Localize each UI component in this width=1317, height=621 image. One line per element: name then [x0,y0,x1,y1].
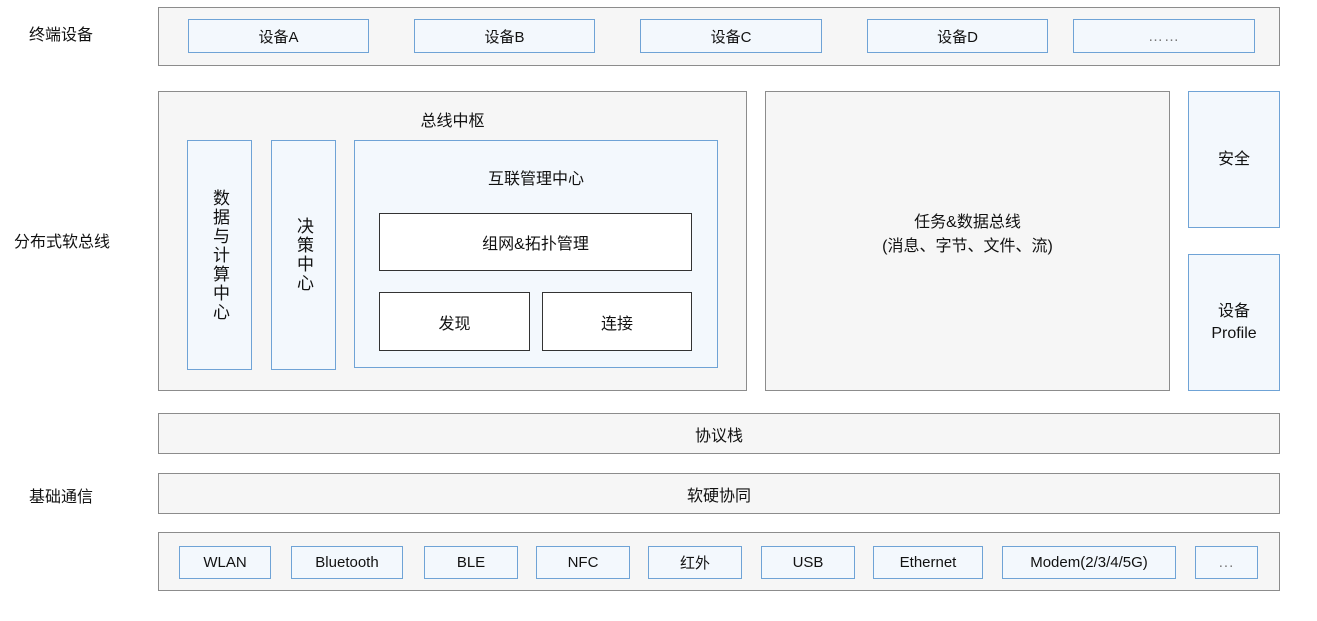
security-box: 安全 [1188,91,1280,228]
comm-wlan-box: WLAN [179,546,271,579]
comm-infrared-box: 红外 [648,546,742,579]
hw-sw-collaboration-bar: 软硬协同 [158,473,1280,514]
device-a-box: 设备A [188,19,369,53]
interconnect-center-title: 互联管理中心 [487,171,584,188]
device-profile-line2: Profile [1211,324,1257,342]
device-b-box: 设备B [414,19,595,53]
connection-box: 连接 [542,292,692,351]
comm-bluetooth-box: Bluetooth [291,546,403,579]
label-terminal-devices: 终端设备 [29,27,94,44]
device-d-box: 设备D [867,19,1048,53]
protocol-stack-bar: 协议栈 [158,413,1280,454]
label-basic-communication: 基础通信 [29,489,94,506]
comm-modem-box: Modem(2/3/4/5G) [1002,546,1176,579]
discovery-box: 发现 [379,292,530,351]
comm-usb-box: USB [761,546,855,579]
device-more-box: …… [1073,19,1255,53]
comm-ble-box: BLE [424,546,518,579]
comm-nfc-box: NFC [536,546,630,579]
device-c-box: 设备C [640,19,822,53]
networking-topology-box: 组网&拓扑管理 [379,213,692,271]
device-profile-line1: 设备 [1217,302,1250,320]
comm-ethernet-box: Ethernet [873,546,983,579]
device-profile-box: 设备 Profile [1188,254,1280,391]
task-data-bus-title: 任务&数据总线 [914,214,1021,231]
comm-more-box: ... [1195,546,1258,579]
task-data-bus-subtitle: (消息、字节、文件、流) [882,238,1053,255]
data-compute-center-box: 数据与计算中心 [187,140,252,370]
decision-center-box: 决策中心 [271,140,336,370]
bus-hub-title: 总线中枢 [420,113,485,130]
label-distributed-softbus: 分布式软总线 [14,234,111,251]
task-data-bus-panel: 任务&数据总线 (消息、字节、文件、流) [765,91,1170,391]
